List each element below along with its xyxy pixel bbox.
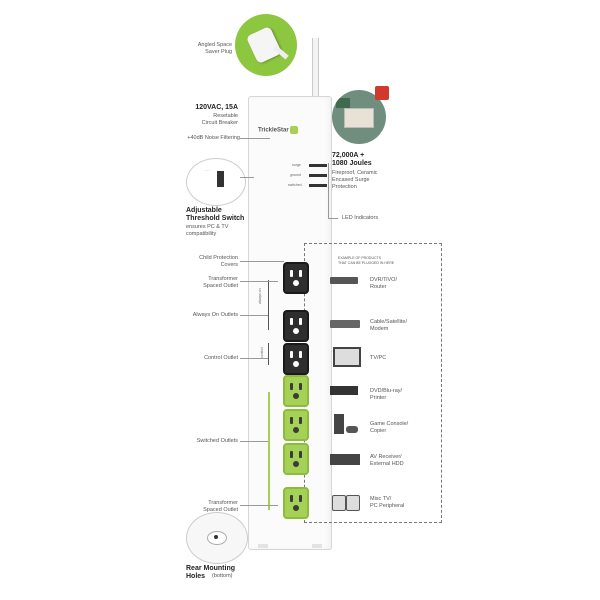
switch-leader [240,177,254,178]
control-vertical-label: control [260,347,264,358]
outlet-control [283,343,309,375]
example-products-heading: EXAMPLE OF PRODUCTS THAT CAN BE PLUGGED … [338,256,395,265]
led-switched [309,184,327,187]
outlet-transformer-2 [283,487,309,519]
dvd-icon [330,386,358,395]
speakers-icon [332,495,346,511]
fireproof-badge-icon [375,86,389,100]
threshold-switch-icon [217,171,224,187]
rear-mount-title: Rear Mounting Holes [186,565,235,580]
router-icon [330,277,358,284]
speakers-icon-2 [346,495,360,511]
transformer-2-label: Transformer Spaced Outlet [203,500,238,513]
strip-foot-left [258,544,268,548]
switch-title: Adjustable Threshold Switch [186,207,245,222]
switch-subtitle: ensures PC & TV compatibility [186,224,229,237]
led-leader-h [328,218,338,219]
switch-callout: · · · [186,158,246,206]
control-outlet-label: Control Outlet [204,355,238,361]
ceramic-module-icon [344,108,374,128]
transformer-2-leader [240,505,278,506]
device-label-modem: Cable/Satellite/ Modem [370,319,407,332]
device-label-av: AV Receiver/ External HDD [370,454,404,467]
power-cord [312,38,319,98]
rear-mount-subtitle: (bottom) [212,573,233,579]
switched-leader [240,441,268,442]
outlet-switched-1 [283,375,309,407]
switched-outlets-label: Switched Outlets [196,438,238,444]
noise-leader [240,138,270,139]
mounting-hole-center-icon [214,535,218,539]
transformer-1-label: Transformer Spaced Outlet [203,276,238,289]
led-ground [309,174,327,177]
always-on-leader [240,315,268,316]
voltage-title: 120VAC, 15A [195,104,238,111]
led-label-ground: ground [290,173,301,177]
always-on-vertical-label: always on [258,288,262,304]
led-label-surge: surge [292,163,301,167]
outlet-always-on [283,310,309,342]
switched-bracket [268,392,270,510]
tv-icon [333,347,361,367]
child-leader [240,261,284,262]
led-indicators-label: LED Indicators [342,215,379,221]
av-receiver-icon [330,454,360,465]
led-leader-v [328,163,329,218]
child-protection-label: Child Protection Covers [199,255,238,268]
brand-logo: TrickleStar [258,126,299,134]
outlet-switched-2 [283,409,309,441]
device-label-tv: TV/PC [370,355,387,361]
outlet-switched-3 [283,443,309,475]
led-label-switched: switched [288,183,302,187]
control-leader [240,358,268,359]
strip-foot-right [312,544,322,548]
brand-name: TrickleStar [258,127,289,134]
transformer-1-leader [240,281,278,282]
game-controller-icon [346,426,358,433]
device-label-misc: Misc TV/ PC Peripheral [370,496,405,509]
game-console-icon [334,414,344,434]
noise-label: +40dB Noise Filtering [187,135,240,141]
control-bracket [268,343,269,365]
joules-title: 72,000A + 1080 Joules [332,152,372,167]
switch-tick-labels: · · · [205,169,211,173]
always-on-bracket [268,280,269,330]
modem-icon [330,320,360,328]
rear-mount-callout [186,512,248,564]
plug-label: Angled Space Saver Plug [197,42,232,55]
device-label-game: Game Console/ Copier [370,421,409,434]
brand-badge-icon [290,126,299,134]
device-label-router: DVR/TiVO/ Router [370,277,397,290]
circuit-board-icon [336,98,350,108]
voltage-subtitle: Resetable Circuit Breaker [201,113,238,126]
device-label-dvd: DVD/Blu-ray/ Printer [370,388,403,401]
led-surge [309,164,327,167]
joules-subtitle: Fireproof, Ceramic Encased Surge Protect… [332,170,378,190]
always-on-label: Always On Outlets [192,312,238,318]
plug-callout [235,14,297,76]
outlet-transformer-1 [283,262,309,294]
